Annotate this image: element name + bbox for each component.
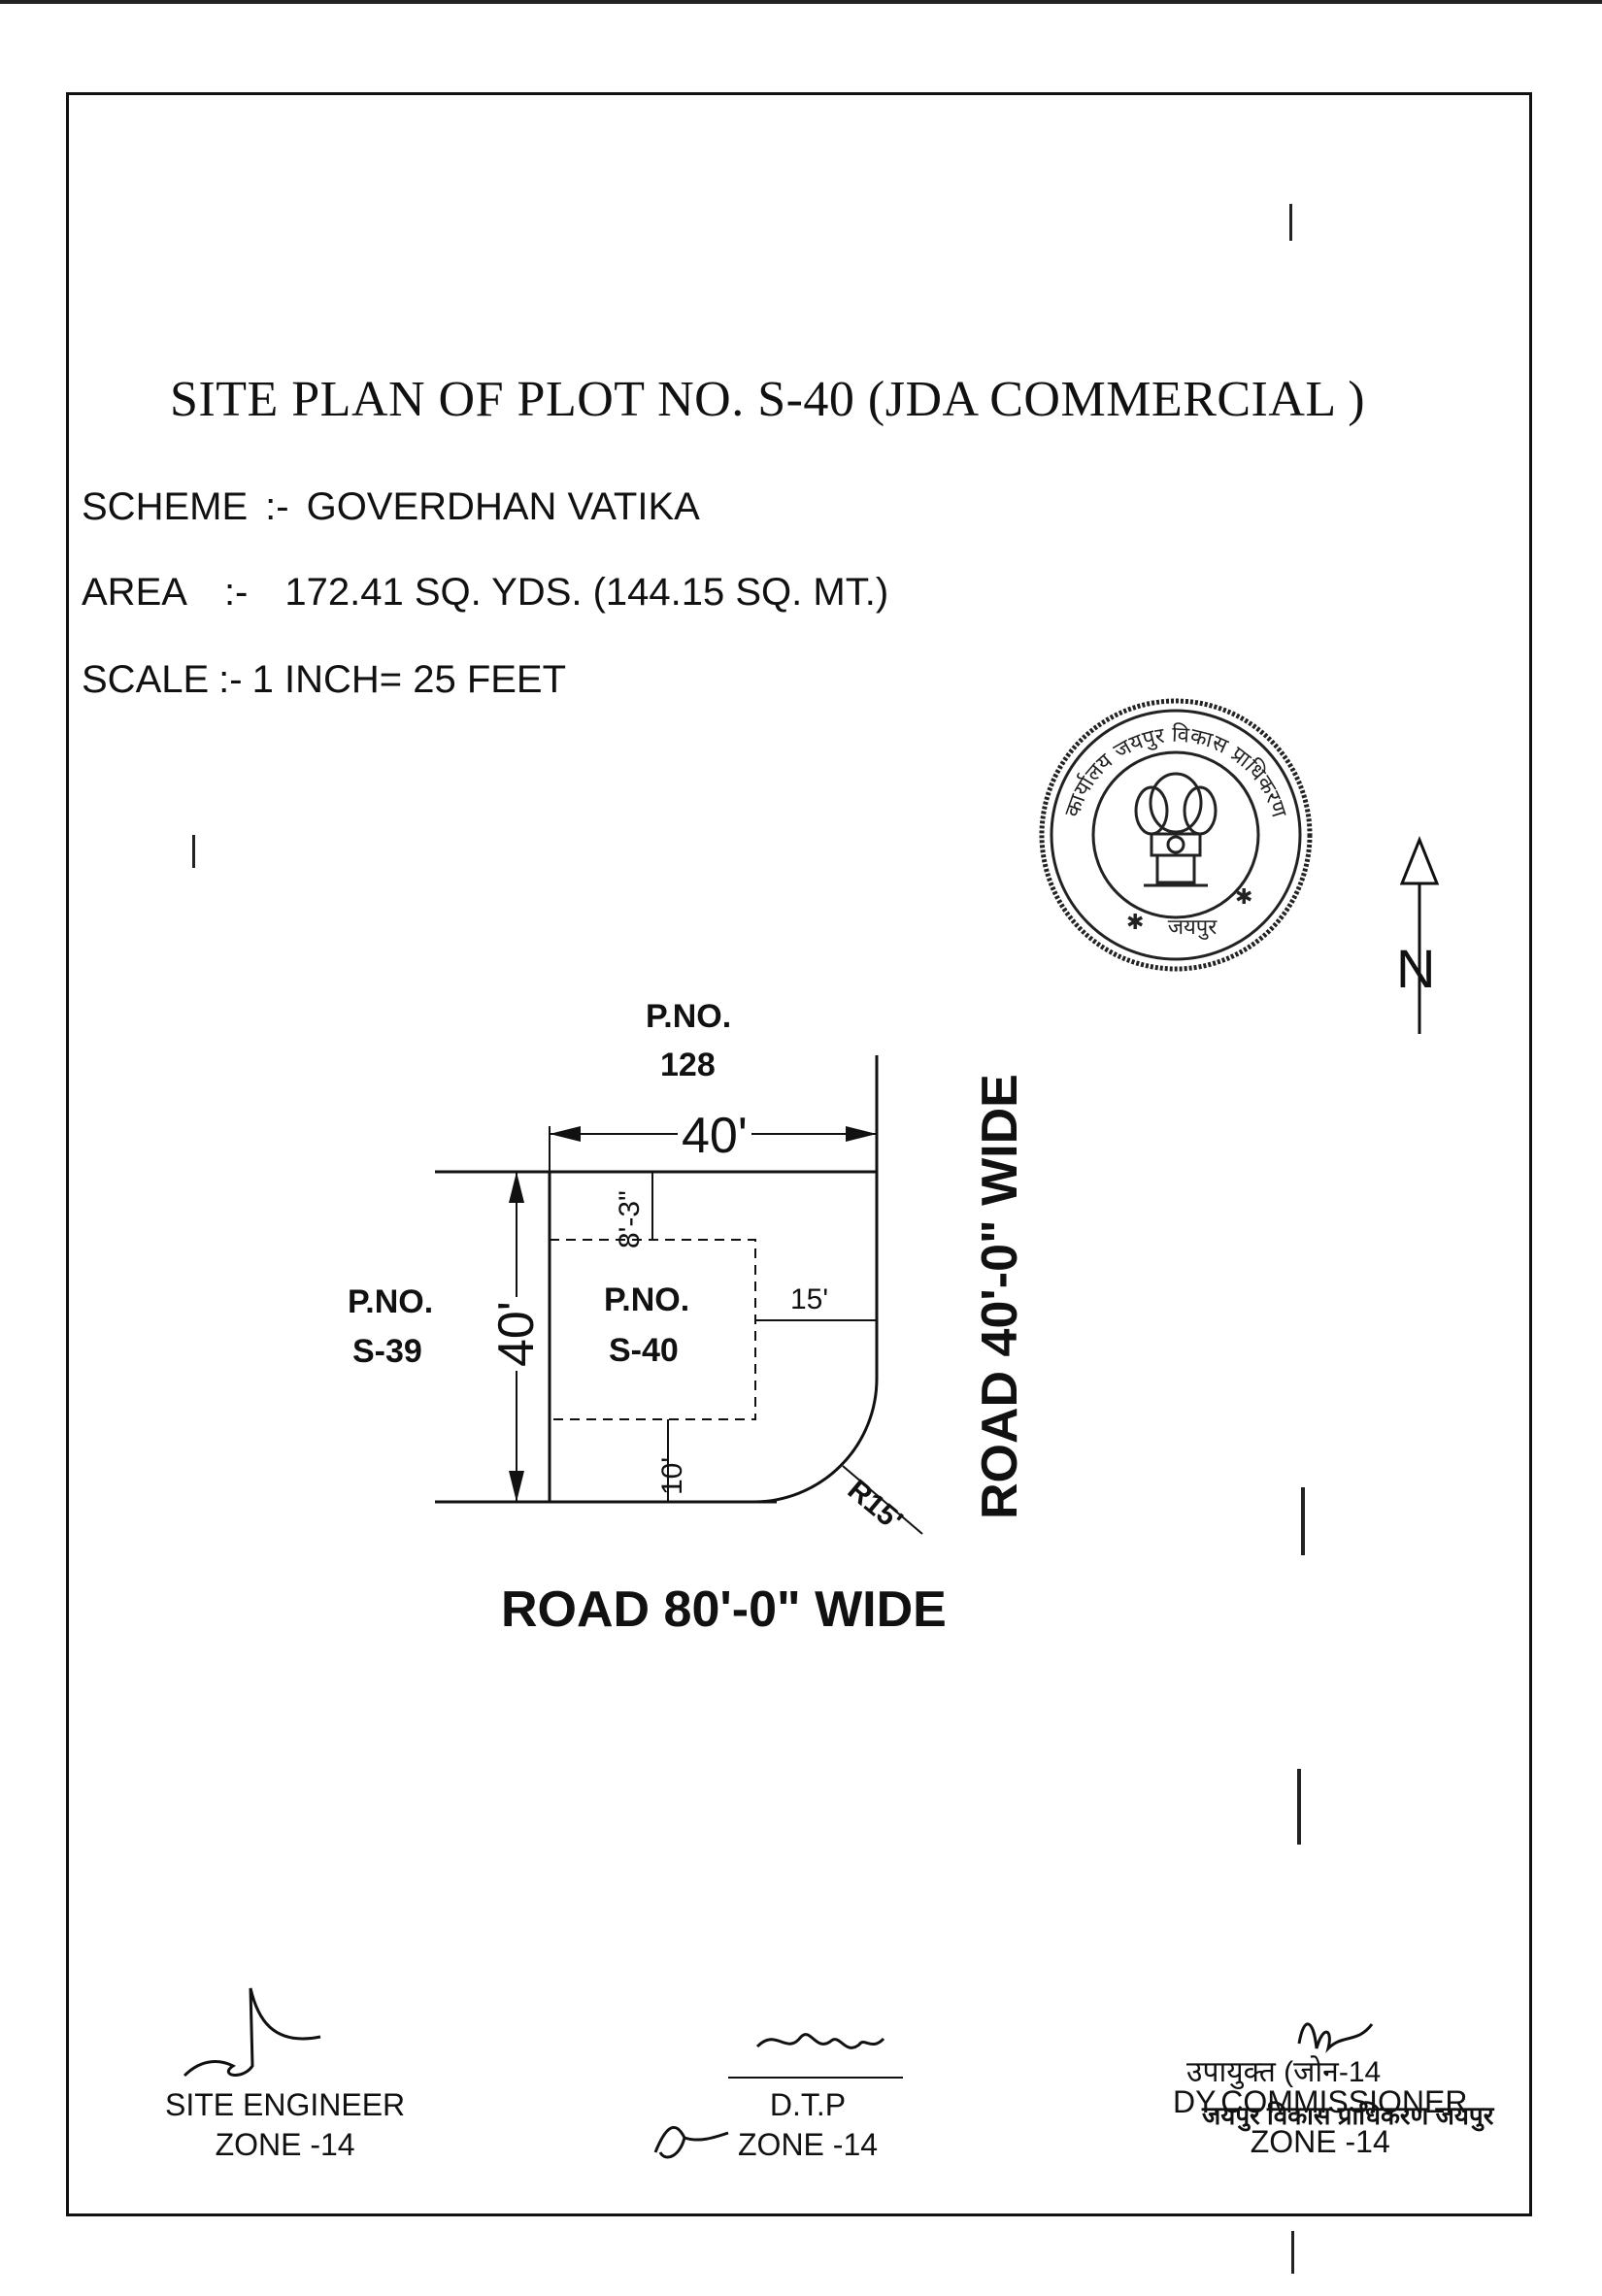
north-arrow-icon: [1399, 835, 1440, 1034]
east-boundary-curve: [752, 1055, 879, 1504]
north-plot-label-line1: P.NO.: [646, 998, 732, 1035]
stamp-designation-hindi: उपायुक्त (जोन-14: [1186, 2056, 1382, 2088]
north-mark: N: [1396, 938, 1436, 999]
west-plot-label-line2: S-39: [352, 1333, 422, 1370]
emblem-icon: [1134, 772, 1218, 887]
subject-plot-label-line2: S-40: [609, 1332, 679, 1369]
dtp-initial-icon: [653, 2125, 729, 2159]
scan-mark: [1301, 1487, 1305, 1555]
drawing-border: [66, 92, 1532, 2216]
dy-commissioner-block: DY.COMMISSIONER ZONE -14: [1173, 2084, 1467, 2160]
east-road-label: ROAD 40'-0" WIDE: [972, 1074, 1028, 1519]
dtp-signature-icon: [728, 2033, 903, 2079]
north-plot-label-line2: 128: [660, 1047, 716, 1083]
width-arrow-left-icon: [550, 1126, 581, 1142]
area-value: 172.41 SQ. YDS. (144.15 SQ. MT.): [284, 571, 889, 614]
scheme-separator: :-: [265, 485, 289, 528]
area-row: AREA :- 172.41 SQ. YDS. (144.15 SQ. MT.): [82, 571, 888, 615]
scheme-label: SCHEME: [82, 485, 249, 528]
seal-bottom-text: जयपुर: [1168, 915, 1218, 940]
plan-title: SITE PLAN OF PLOT NO. S-40 (JDA COMMERCI…: [170, 372, 1366, 427]
depth-dimension-label: 40': [487, 1297, 546, 1371]
side-setback-label: 15': [790, 1283, 829, 1315]
dy-commissioner-zone: ZONE -14: [1250, 2124, 1390, 2159]
area-label: AREA: [82, 571, 187, 614]
scheme-row: SCHEME :- GOVERDHAN VATIKA: [82, 485, 700, 529]
scale-value: 1 INCH= 25 FEET: [251, 658, 567, 701]
radius-leader: [842, 1465, 923, 1535]
west-plot-label-line1: P.NO.: [348, 1283, 434, 1320]
depth-arrow-top-icon: [509, 1172, 524, 1203]
south-road-label: ROAD 80'-0" WIDE: [501, 1581, 947, 1638]
jda-official-seal: कार्यालय जयपुर विकास प्राधिकरण जयपुर ✱ ✱: [1039, 698, 1313, 972]
site-engineer-zone: ZONE -14: [215, 2127, 355, 2162]
scan-mark: [1291, 2231, 1294, 2274]
scan-mark: [1297, 1769, 1301, 1845]
front-setback-label: 8'-3": [614, 1190, 646, 1248]
rear-setback-label: 10': [656, 1456, 688, 1495]
dtp-zone: ZONE -14: [738, 2127, 879, 2162]
site-engineer-signature-icon: [183, 1987, 321, 2078]
subject-plot-label-line1: P.NO.: [604, 1281, 690, 1318]
dy-commissioner-signature-icon: [1297, 2022, 1374, 2053]
dtp-title: D.T.P: [769, 2087, 847, 2122]
scheme-value: GOVERDHAN VATIKA: [306, 485, 700, 528]
dtp-block: D.T.P ZONE -14: [738, 2087, 878, 2163]
top-edge-line: [0, 0, 1602, 4]
dy-commissioner-title: DY.COMMISSIONER: [1173, 2084, 1468, 2119]
building-line: [549, 1239, 756, 1420]
scale-label: SCALE: [82, 658, 210, 701]
scan-mark: [192, 835, 195, 868]
seal-star-right-icon: ✱: [1235, 884, 1252, 909]
scan-mark: [1289, 204, 1292, 241]
seal-star-left-icon: ✱: [1126, 910, 1144, 934]
stamp-office-hindi: जयपुर विकास प्राधिकरण जयपुर: [1202, 2101, 1494, 2130]
width-arrow-right-icon: [846, 1126, 877, 1142]
site-engineer-title: SITE ENGINEER: [165, 2087, 406, 2122]
site-engineer-block: SITE ENGINEER ZONE -14: [165, 2087, 405, 2163]
area-separator: :-: [223, 571, 249, 614]
width-dimension-label: 40': [678, 1107, 751, 1165]
scale-separator: :-: [218, 658, 243, 701]
scale-row: SCALE:-1 INCH= 25 FEET: [82, 658, 566, 702]
depth-arrow-bottom-icon: [509, 1471, 524, 1502]
